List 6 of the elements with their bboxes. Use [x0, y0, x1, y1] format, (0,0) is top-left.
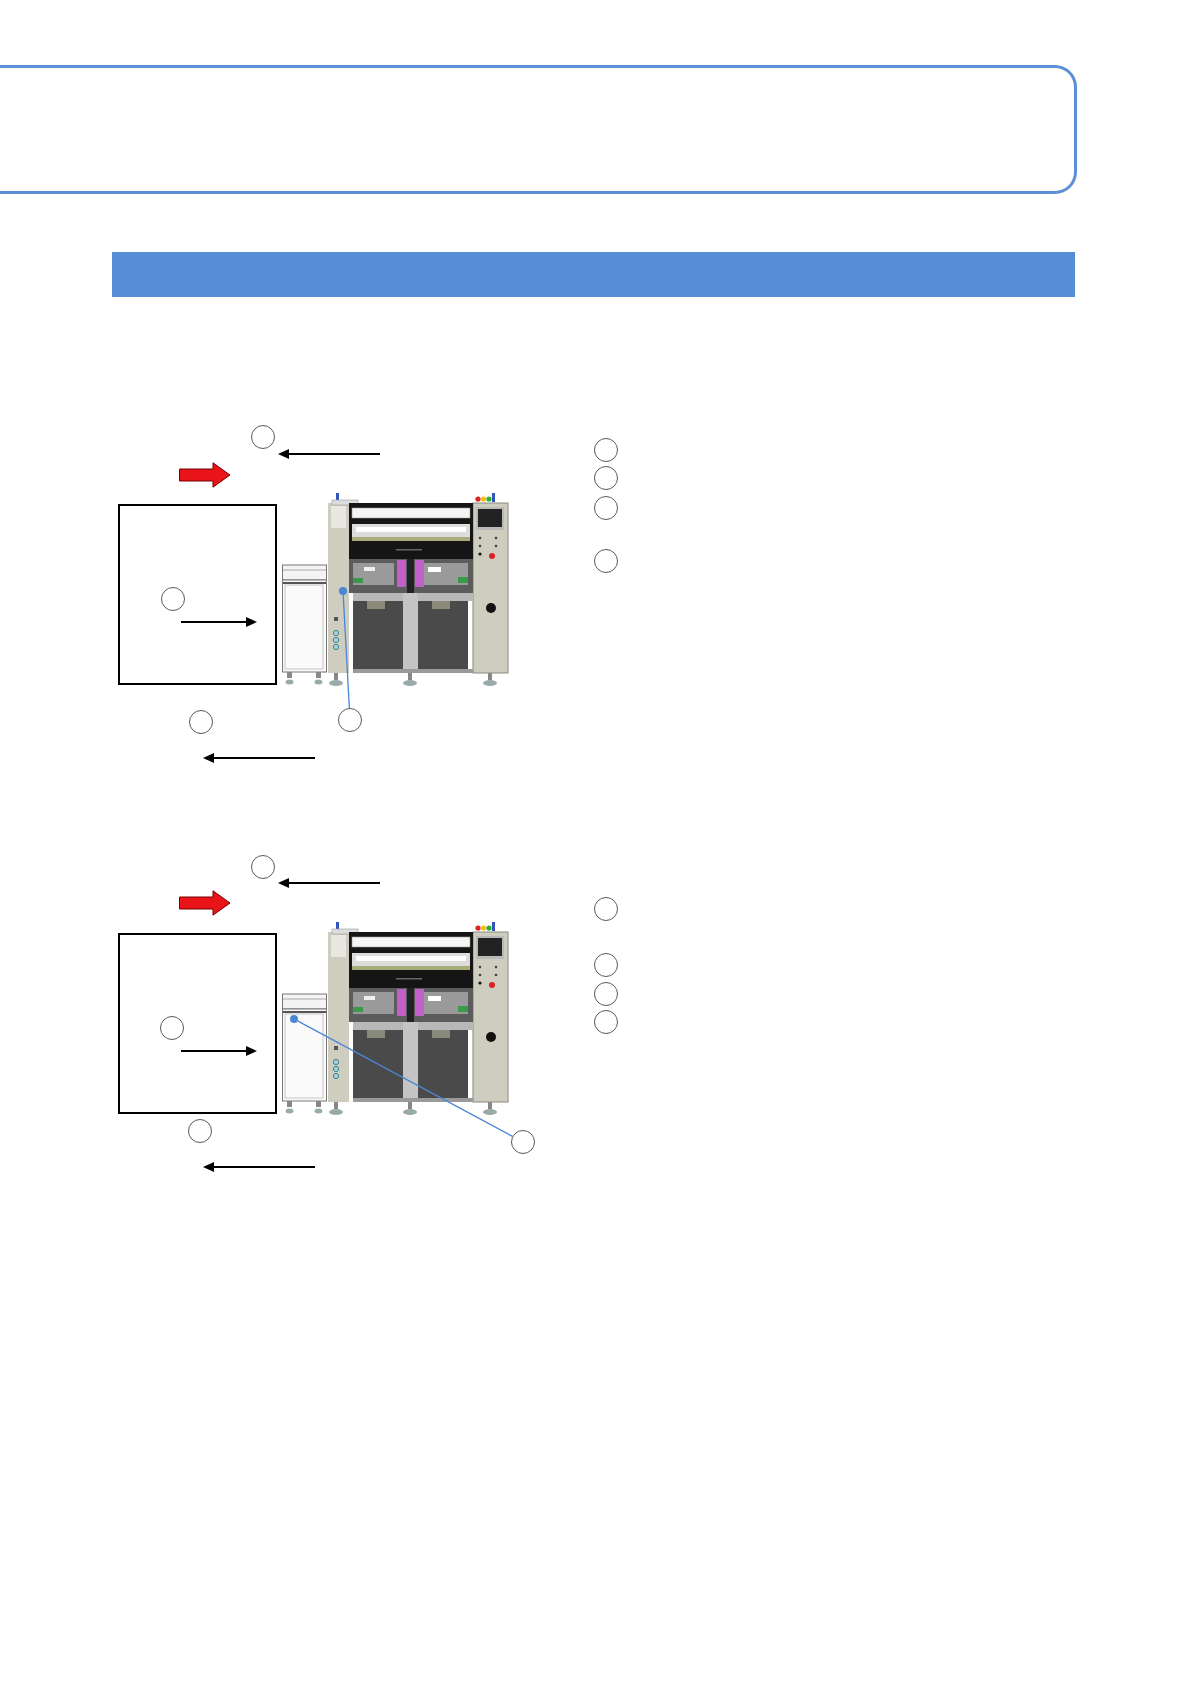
leader-line [342, 594, 350, 709]
outline-frame [118, 504, 277, 685]
outline-frame [118, 933, 277, 1114]
leader-line [296, 1020, 514, 1137]
header-band [112, 252, 1075, 297]
rounded-frame [0, 65, 1077, 194]
